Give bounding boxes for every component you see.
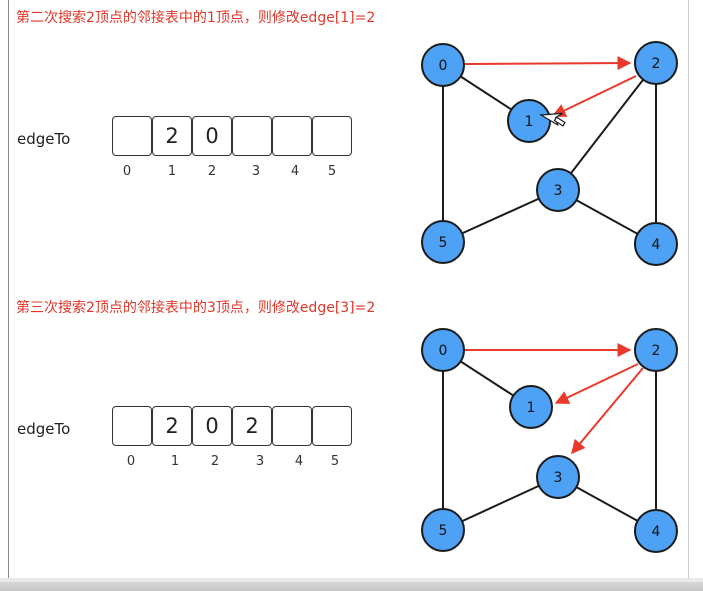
right-frame-border: [688, 0, 689, 580]
array-index-4: 4: [294, 454, 304, 469]
graph-node-4: 4: [634, 509, 678, 553]
array-cell-0: [112, 406, 152, 446]
graph-node-0: 0: [421, 43, 465, 87]
panel-caption: 第二次搜索2顶点的邻接表中的1顶点，则修改edge[1]=2: [16, 10, 376, 26]
array-cell-4: [272, 116, 312, 156]
node-label-2: 2: [652, 343, 661, 359]
graph-node-2: 2: [634, 328, 678, 372]
array-cell-3: 2: [232, 406, 272, 446]
array-index-1: 1: [167, 164, 177, 179]
node-label-5: 5: [439, 235, 448, 251]
array-index-1: 1: [170, 454, 180, 469]
array-index-5: 5: [330, 454, 340, 469]
graph-arrows: [464, 56, 637, 117]
edgeto-array-label: edgeTo: [17, 130, 71, 148]
graph-node-1: 1: [509, 385, 553, 429]
graph-edges: [442, 62, 657, 245]
step-panel-1: 第二次搜索2顶点的邻接表中的1顶点，则修改edge[1]=2 edgeTo 2 …: [0, 0, 703, 290]
array-cell-5: [312, 406, 352, 446]
node-label-4: 4: [652, 237, 661, 253]
graph-arrows: [465, 343, 644, 455]
mouse-pointer-icon: [539, 112, 566, 127]
graph-node-3: 3: [536, 455, 580, 499]
array-cell-3: [232, 116, 272, 156]
graph-node-5: 5: [421, 508, 465, 552]
left-frame-border: [8, 0, 9, 580]
array-cell-1: 2: [152, 116, 192, 156]
arrow-2-1: [551, 75, 637, 117]
edgeto-array-label: edgeTo: [17, 420, 71, 438]
array-index-2: 2: [207, 164, 217, 179]
graph-node-4: 4: [634, 222, 678, 266]
node-label-0: 0: [439, 58, 448, 74]
array-index-4: 4: [290, 164, 300, 179]
panel-caption: 第三次搜索2顶点的邻接表中的3顶点，则修改edge[3]=2: [16, 300, 376, 316]
graph-node-5: 5: [421, 220, 465, 264]
graph-node-2: 2: [634, 41, 678, 85]
array-cell-2: 0: [192, 116, 232, 156]
graph-edges: [442, 349, 657, 532]
node-label-1: 1: [527, 400, 536, 416]
array-cell-2: 0: [192, 406, 232, 446]
array-cell-0: [112, 116, 152, 156]
array-index-5: 5: [327, 164, 337, 179]
bottom-bar: [0, 582, 703, 591]
arrow-2-1: [554, 363, 639, 404]
graph-nodes: 0 1 2 3 4 5: [421, 41, 678, 266]
array-index-2: 2: [210, 454, 220, 469]
array-cell-1: 2: [152, 406, 192, 446]
graph-node-1: 1: [507, 99, 551, 143]
node-label-5: 5: [439, 523, 448, 539]
node-label-2: 2: [652, 56, 661, 72]
node-label-3: 3: [554, 183, 563, 199]
array-index-3: 3: [251, 164, 261, 179]
array-cell-5: [312, 116, 352, 156]
graph-node-3: 3: [536, 168, 580, 212]
array-index-0: 0: [126, 454, 136, 469]
graph-diagram: 0 1 2 3 4 5: [421, 41, 678, 266]
step-panel-2: 第三次搜索2顶点的邻接表中的3顶点，则修改edge[3]=2 edgeTo 2 …: [0, 290, 703, 580]
edge-2-3: [557, 62, 657, 191]
node-label-0: 0: [439, 343, 448, 359]
node-label-1: 1: [525, 114, 534, 130]
arrow-2-3: [571, 367, 644, 455]
node-label-4: 4: [652, 524, 661, 540]
graph-diagram: 0 1 2 3 4 5: [421, 328, 678, 553]
array-index-3: 3: [255, 454, 265, 469]
array-cell-4: [272, 406, 312, 446]
arrow-0-2: [464, 56, 632, 71]
graph-node-0: 0: [421, 328, 465, 372]
node-label-3: 3: [554, 470, 563, 486]
graph-nodes: 0 1 2 3 4 5: [421, 328, 678, 553]
array-index-0: 0: [122, 164, 132, 179]
